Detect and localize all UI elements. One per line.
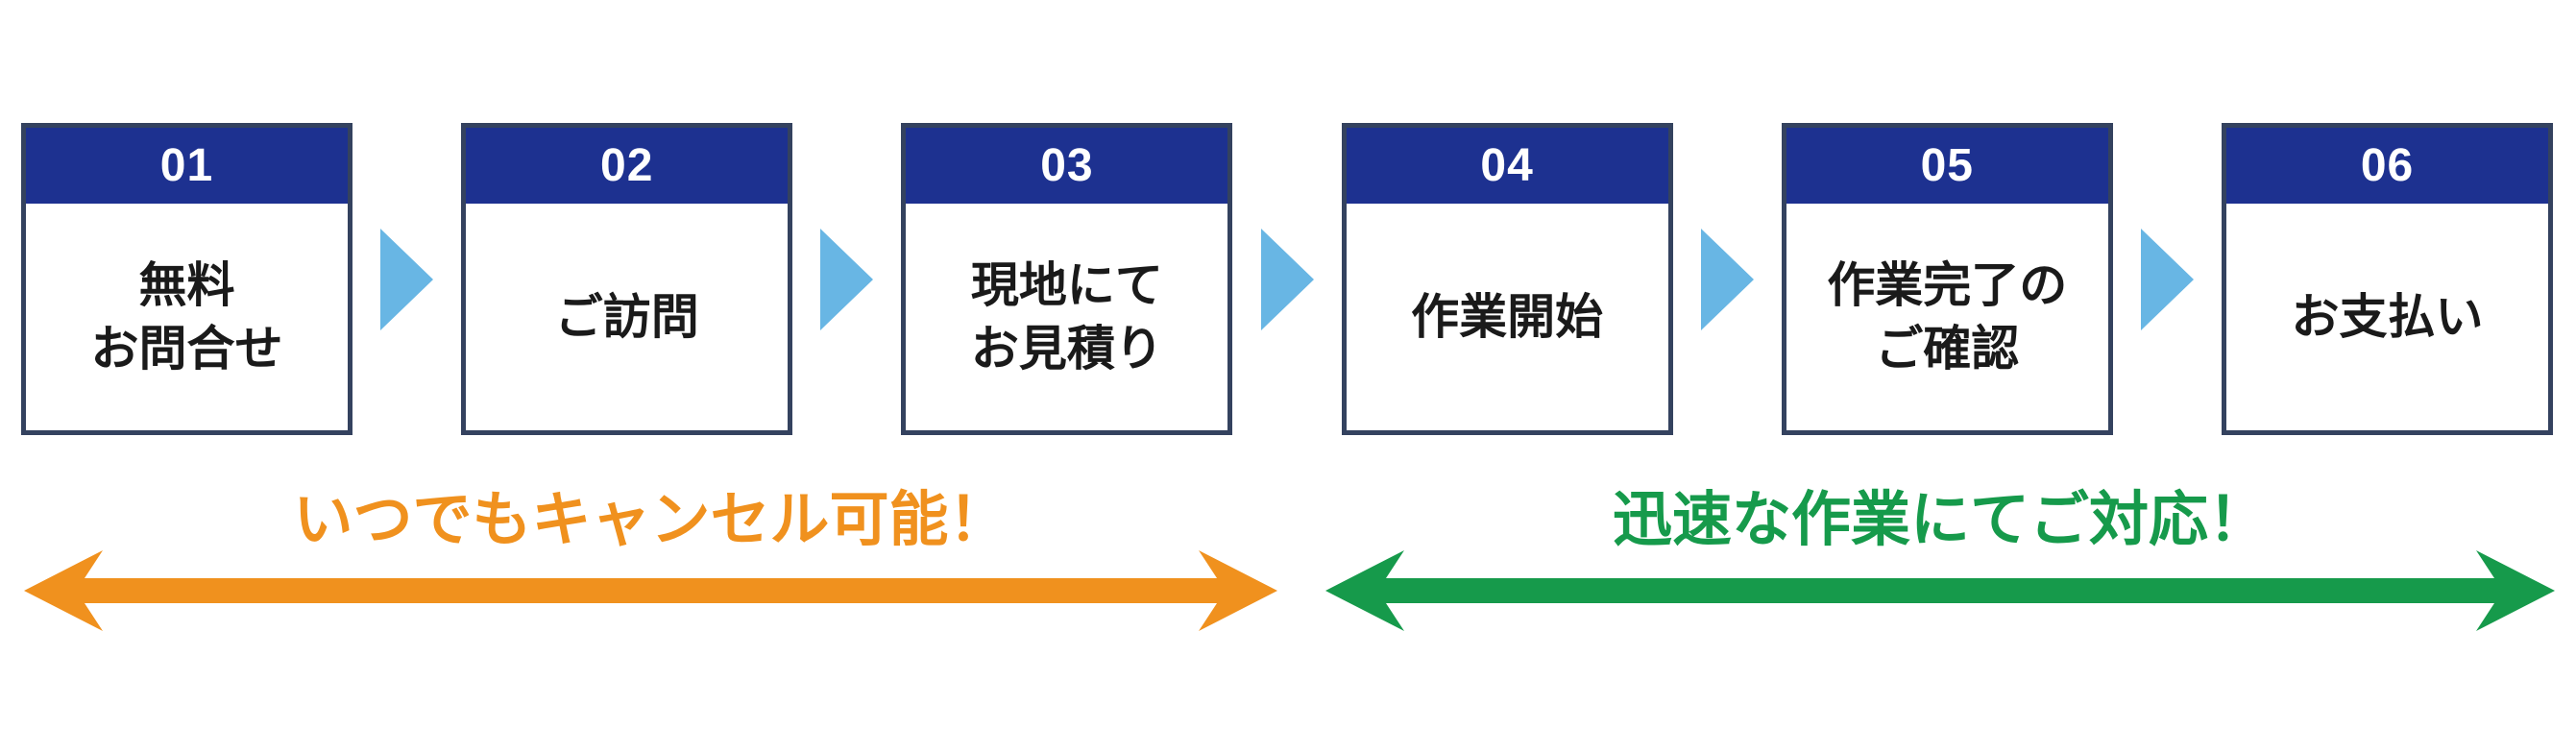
step-title: 作業完了の ご確認 (1827, 258, 2068, 376)
step-connector (352, 123, 461, 435)
step-title: 作業開始 (1411, 290, 1604, 344)
step-number: 05 (1786, 128, 2108, 204)
step-box-06: 06 お支払い (2222, 123, 2554, 435)
step-box-02: 02 ご訪問 (461, 123, 793, 435)
speed-range-arrow-shape (1325, 550, 2555, 632)
step-box-04: 04 作業開始 (1341, 123, 1673, 435)
step-number: 03 (906, 128, 1228, 204)
step-number: 04 (1346, 128, 1668, 204)
speed-range: 迅速な作業にてご対応！ (1325, 486, 2555, 639)
step-connector (792, 123, 901, 435)
step-connector (1232, 123, 1341, 435)
step-box-03: 03 現地にて お見積り (901, 123, 1233, 435)
cancel-range: いつでもキャンセル可能！ (24, 486, 1277, 639)
step-number: 02 (466, 128, 789, 204)
step-title: 現地にて お見積り (970, 258, 1163, 376)
step-connector (1673, 123, 1782, 435)
step-connector (2113, 123, 2222, 435)
cancel-range-arrow-shape (24, 550, 1277, 632)
step-title: お支払い (2291, 290, 2484, 344)
left-right-arrow-icon (1325, 550, 2555, 632)
step-box-05: 05 作業完了の ご確認 (1781, 123, 2113, 435)
triangle-right-icon (380, 228, 434, 330)
triangle-right-icon (820, 228, 874, 330)
steps-row: 01 無料 お問合せ 02 ご訪問 03 現地にて お見積り 04 作業開始 (21, 123, 2554, 435)
step-title: ご訪問 (554, 290, 699, 344)
step-number: 01 (26, 128, 348, 204)
left-right-arrow-icon (24, 550, 1277, 632)
step-title: 無料 お問合せ (90, 258, 283, 376)
cancel-range-label: いつでもキャンセル可能！ (293, 487, 1009, 553)
step-number: 06 (2226, 128, 2549, 204)
triangle-right-icon (1700, 228, 1754, 330)
speed-range-label: 迅速な作業にてご対応！ (1612, 487, 2268, 553)
triangle-right-icon (1260, 228, 1314, 330)
step-box-01: 01 無料 お問合せ (21, 123, 352, 435)
triangle-right-icon (2140, 228, 2194, 330)
